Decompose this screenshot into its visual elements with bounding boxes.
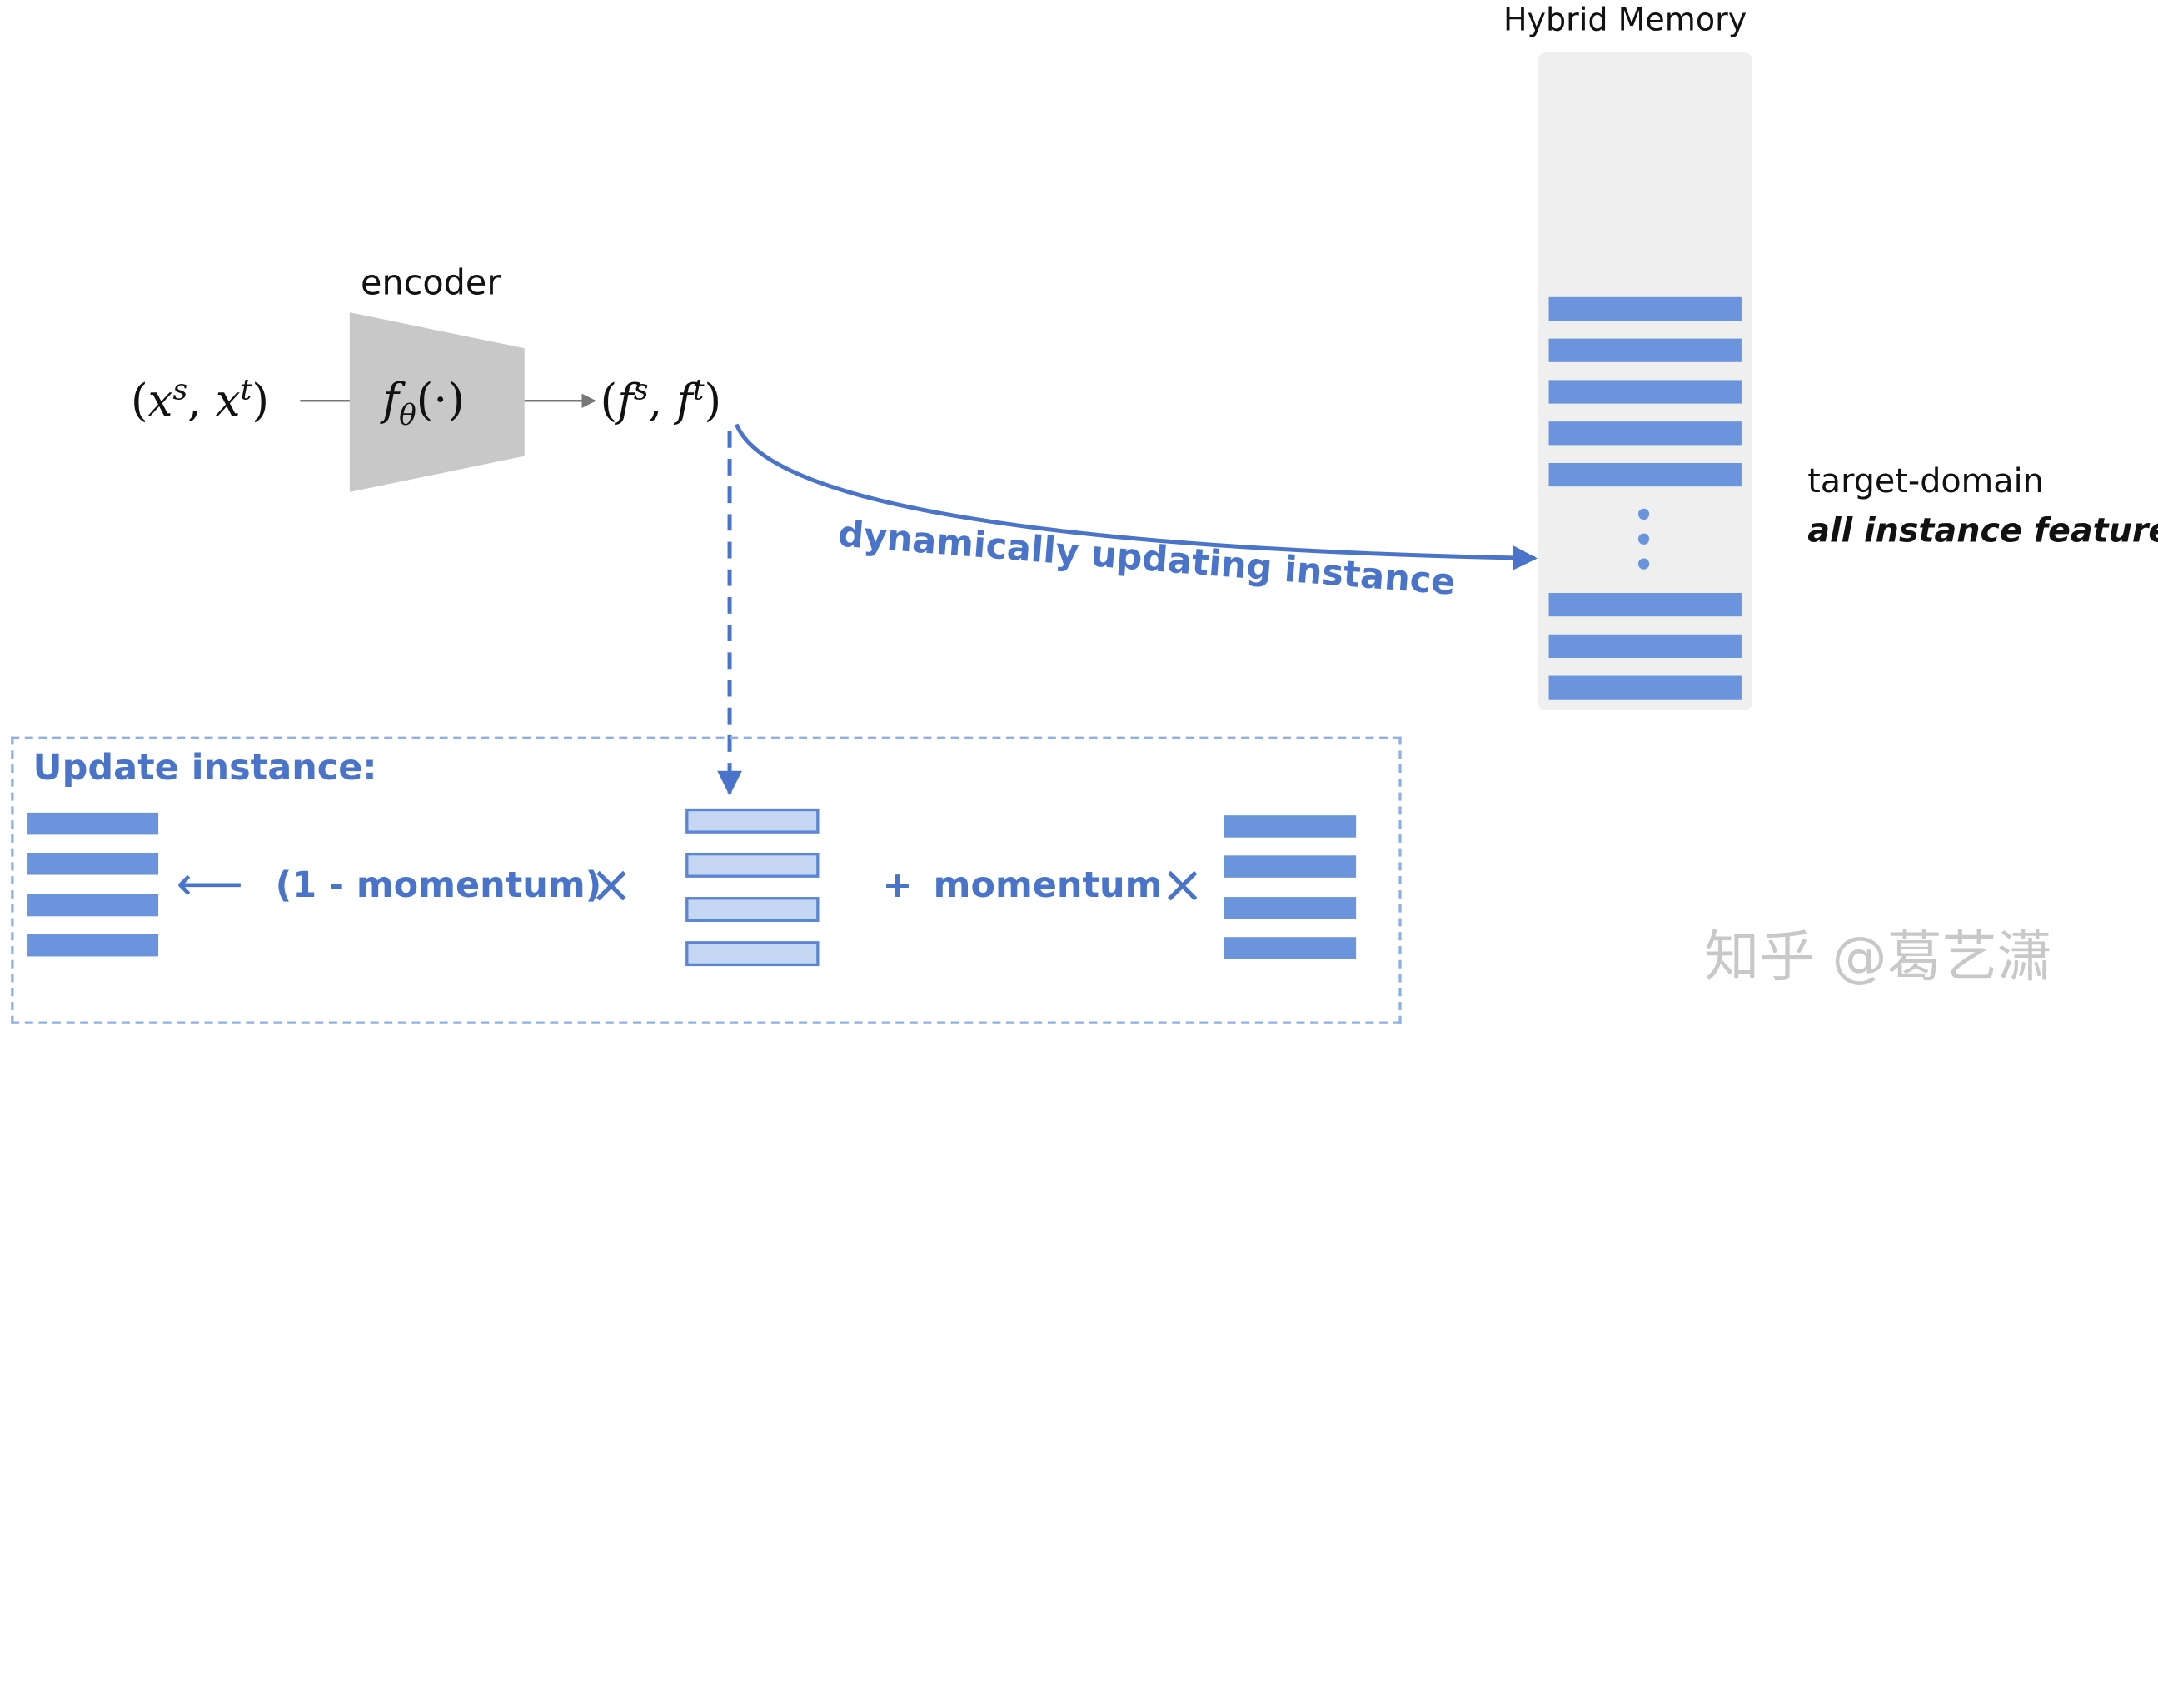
update-instance-title: Update instance: (32, 747, 377, 789)
memory-bar (1548, 338, 1742, 362)
ellipsis-dot (1637, 533, 1650, 545)
memory-bar (1548, 634, 1742, 658)
memory-bar (1548, 592, 1742, 617)
memory-feature-bar (1224, 815, 1357, 838)
ellipsis-dot (1637, 508, 1650, 520)
hybrid-memory-title: Hybrid Memory (1503, 2, 1747, 39)
momentum-label: momentum (933, 864, 1163, 907)
times-symbol: × (589, 854, 634, 915)
update-instance-box (11, 736, 1402, 1024)
encoder-function: fθ(·) (382, 373, 465, 432)
new-feature-bar (685, 941, 820, 967)
memory-feature-bar (1224, 937, 1357, 959)
encoder-label: encoder (361, 262, 501, 303)
input-tuple: (xs, xt) (131, 373, 270, 427)
output-tuple: (fs, ft) (600, 373, 722, 427)
memory-feature-bar (1224, 855, 1357, 878)
connector-layer (300, 312, 1538, 796)
ellipsis-dot (1637, 558, 1650, 570)
memory-bar (1548, 462, 1742, 487)
all-instance-features-label: all instance features (1807, 511, 2158, 550)
result-bar (27, 852, 159, 875)
memory-bar (1548, 380, 1742, 404)
times-symbol-2: × (1160, 854, 1205, 915)
target-domain-label: target-domain (1807, 461, 2044, 500)
memory-feature-bar (1224, 897, 1357, 919)
plus-symbol: + (882, 864, 913, 907)
encoder-trapezoid (349, 312, 525, 492)
result-bar (27, 934, 159, 957)
memory-bar (1548, 421, 1742, 446)
memory-bar (1548, 675, 1742, 700)
result-bar (27, 894, 159, 917)
one-minus-momentum-label: (1 - momentum) (275, 864, 602, 907)
new-feature-bar (685, 897, 820, 922)
new-feature-bar (685, 852, 820, 878)
watermark: 知乎 @葛艺潇 (1704, 925, 2053, 990)
result-bar (27, 812, 159, 835)
memory-bar (1548, 296, 1742, 321)
left-arrow-symbol: ⟵ (176, 856, 244, 913)
dynamic-update-arrow (734, 423, 1538, 570)
new-feature-bar (685, 808, 820, 834)
